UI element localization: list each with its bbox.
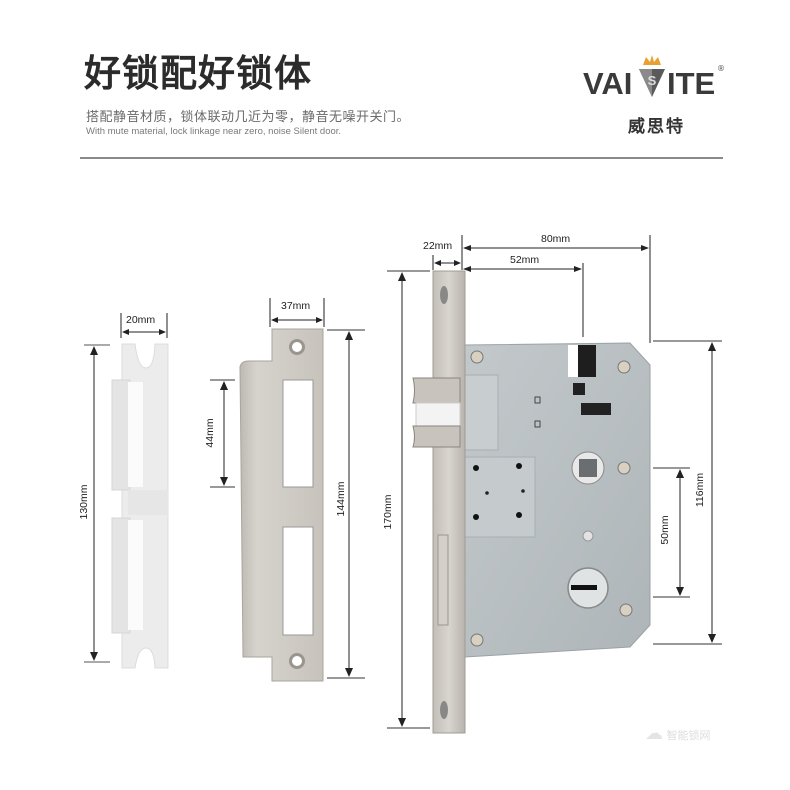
center-distance-label: 50mm — [659, 515, 671, 545]
faceplate-height-label: 170mm — [382, 494, 394, 530]
strike-plate: 37mm 44mm 144mm — [204, 295, 365, 685]
header-divider — [80, 157, 723, 159]
plastic-box-graphic — [84, 313, 169, 669]
logo-chinese: 威思特 — [628, 117, 685, 137]
strike-plate-slot-label: 44mm — [204, 418, 216, 448]
body-height-label: 116mm — [694, 472, 706, 508]
strike-plate-width-label: 37mm — [281, 300, 311, 312]
logo-text-right: ITE — [667, 66, 716, 101]
lock-depth-label: 80mm — [541, 233, 571, 245]
watermark-cloud-icon: ☁ — [645, 723, 663, 744]
plastic-box-width-label: 20mm — [126, 314, 156, 326]
backset-label: 52mm — [510, 254, 540, 266]
faceplate-width-label: 22mm — [423, 240, 453, 252]
strike-plate-height-label: 144mm — [335, 481, 347, 517]
mortise-lock-body: 22mm 80mm 52mm 170mm 116mm 50mm — [380, 225, 740, 745]
watermark-text: 智能锁网 — [666, 729, 711, 742]
subtitle-chinese: 搭配静音材质，锁体联动几近为零，静音无噪开关门。 — [86, 110, 411, 125]
brand-logo: VAI S ITE ® 威思特 — [583, 50, 725, 140]
strike-plate-graphic — [210, 298, 365, 682]
subtitle-english: With mute material, lock linkage near ze… — [86, 126, 342, 137]
diamond-crown-icon: S — [639, 55, 665, 97]
plastic-box-height-label: 130mm — [78, 484, 90, 520]
logo-text-left: VAI — [583, 66, 633, 101]
page-title: 好锁配好锁体 — [84, 52, 312, 95]
lock-body-graphic — [387, 235, 722, 734]
plastic-strike-box: 20mm 130mm — [78, 300, 210, 680]
registered-mark: ® — [717, 64, 725, 73]
svg-text:S: S — [648, 73, 657, 88]
watermark: ☁ 智能锁网 — [645, 723, 711, 744]
